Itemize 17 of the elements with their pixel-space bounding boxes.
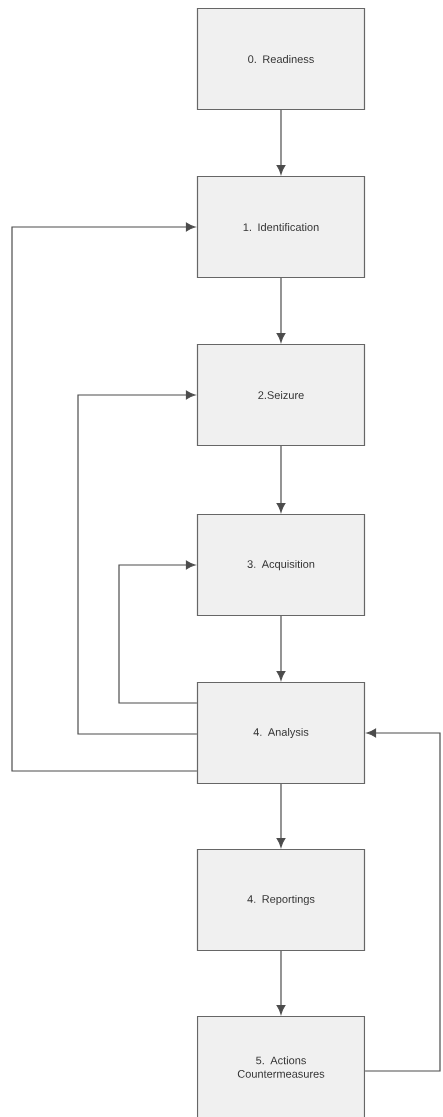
arrow: [364, 728, 441, 1072]
process-box: 3. Acquisition: [196, 513, 366, 617]
arrow: [276, 445, 286, 513]
process-box: 4. Reportings: [196, 848, 366, 952]
process-box: 5. Actions Countermeasures: [196, 1015, 366, 1117]
arrow: [276, 615, 286, 681]
process-box: 4. Analysis: [196, 681, 366, 785]
arrow: [118, 560, 198, 704]
arrow: [276, 950, 286, 1015]
process-box: 0. Readiness: [196, 7, 366, 111]
arrow: [77, 390, 198, 735]
arrow: [276, 277, 286, 343]
arrow: [11, 222, 198, 772]
arrow: [276, 109, 286, 175]
arrow: [276, 783, 286, 848]
process-box: 2.Seizure: [196, 343, 366, 447]
process-box: 1. Identification: [196, 175, 366, 279]
